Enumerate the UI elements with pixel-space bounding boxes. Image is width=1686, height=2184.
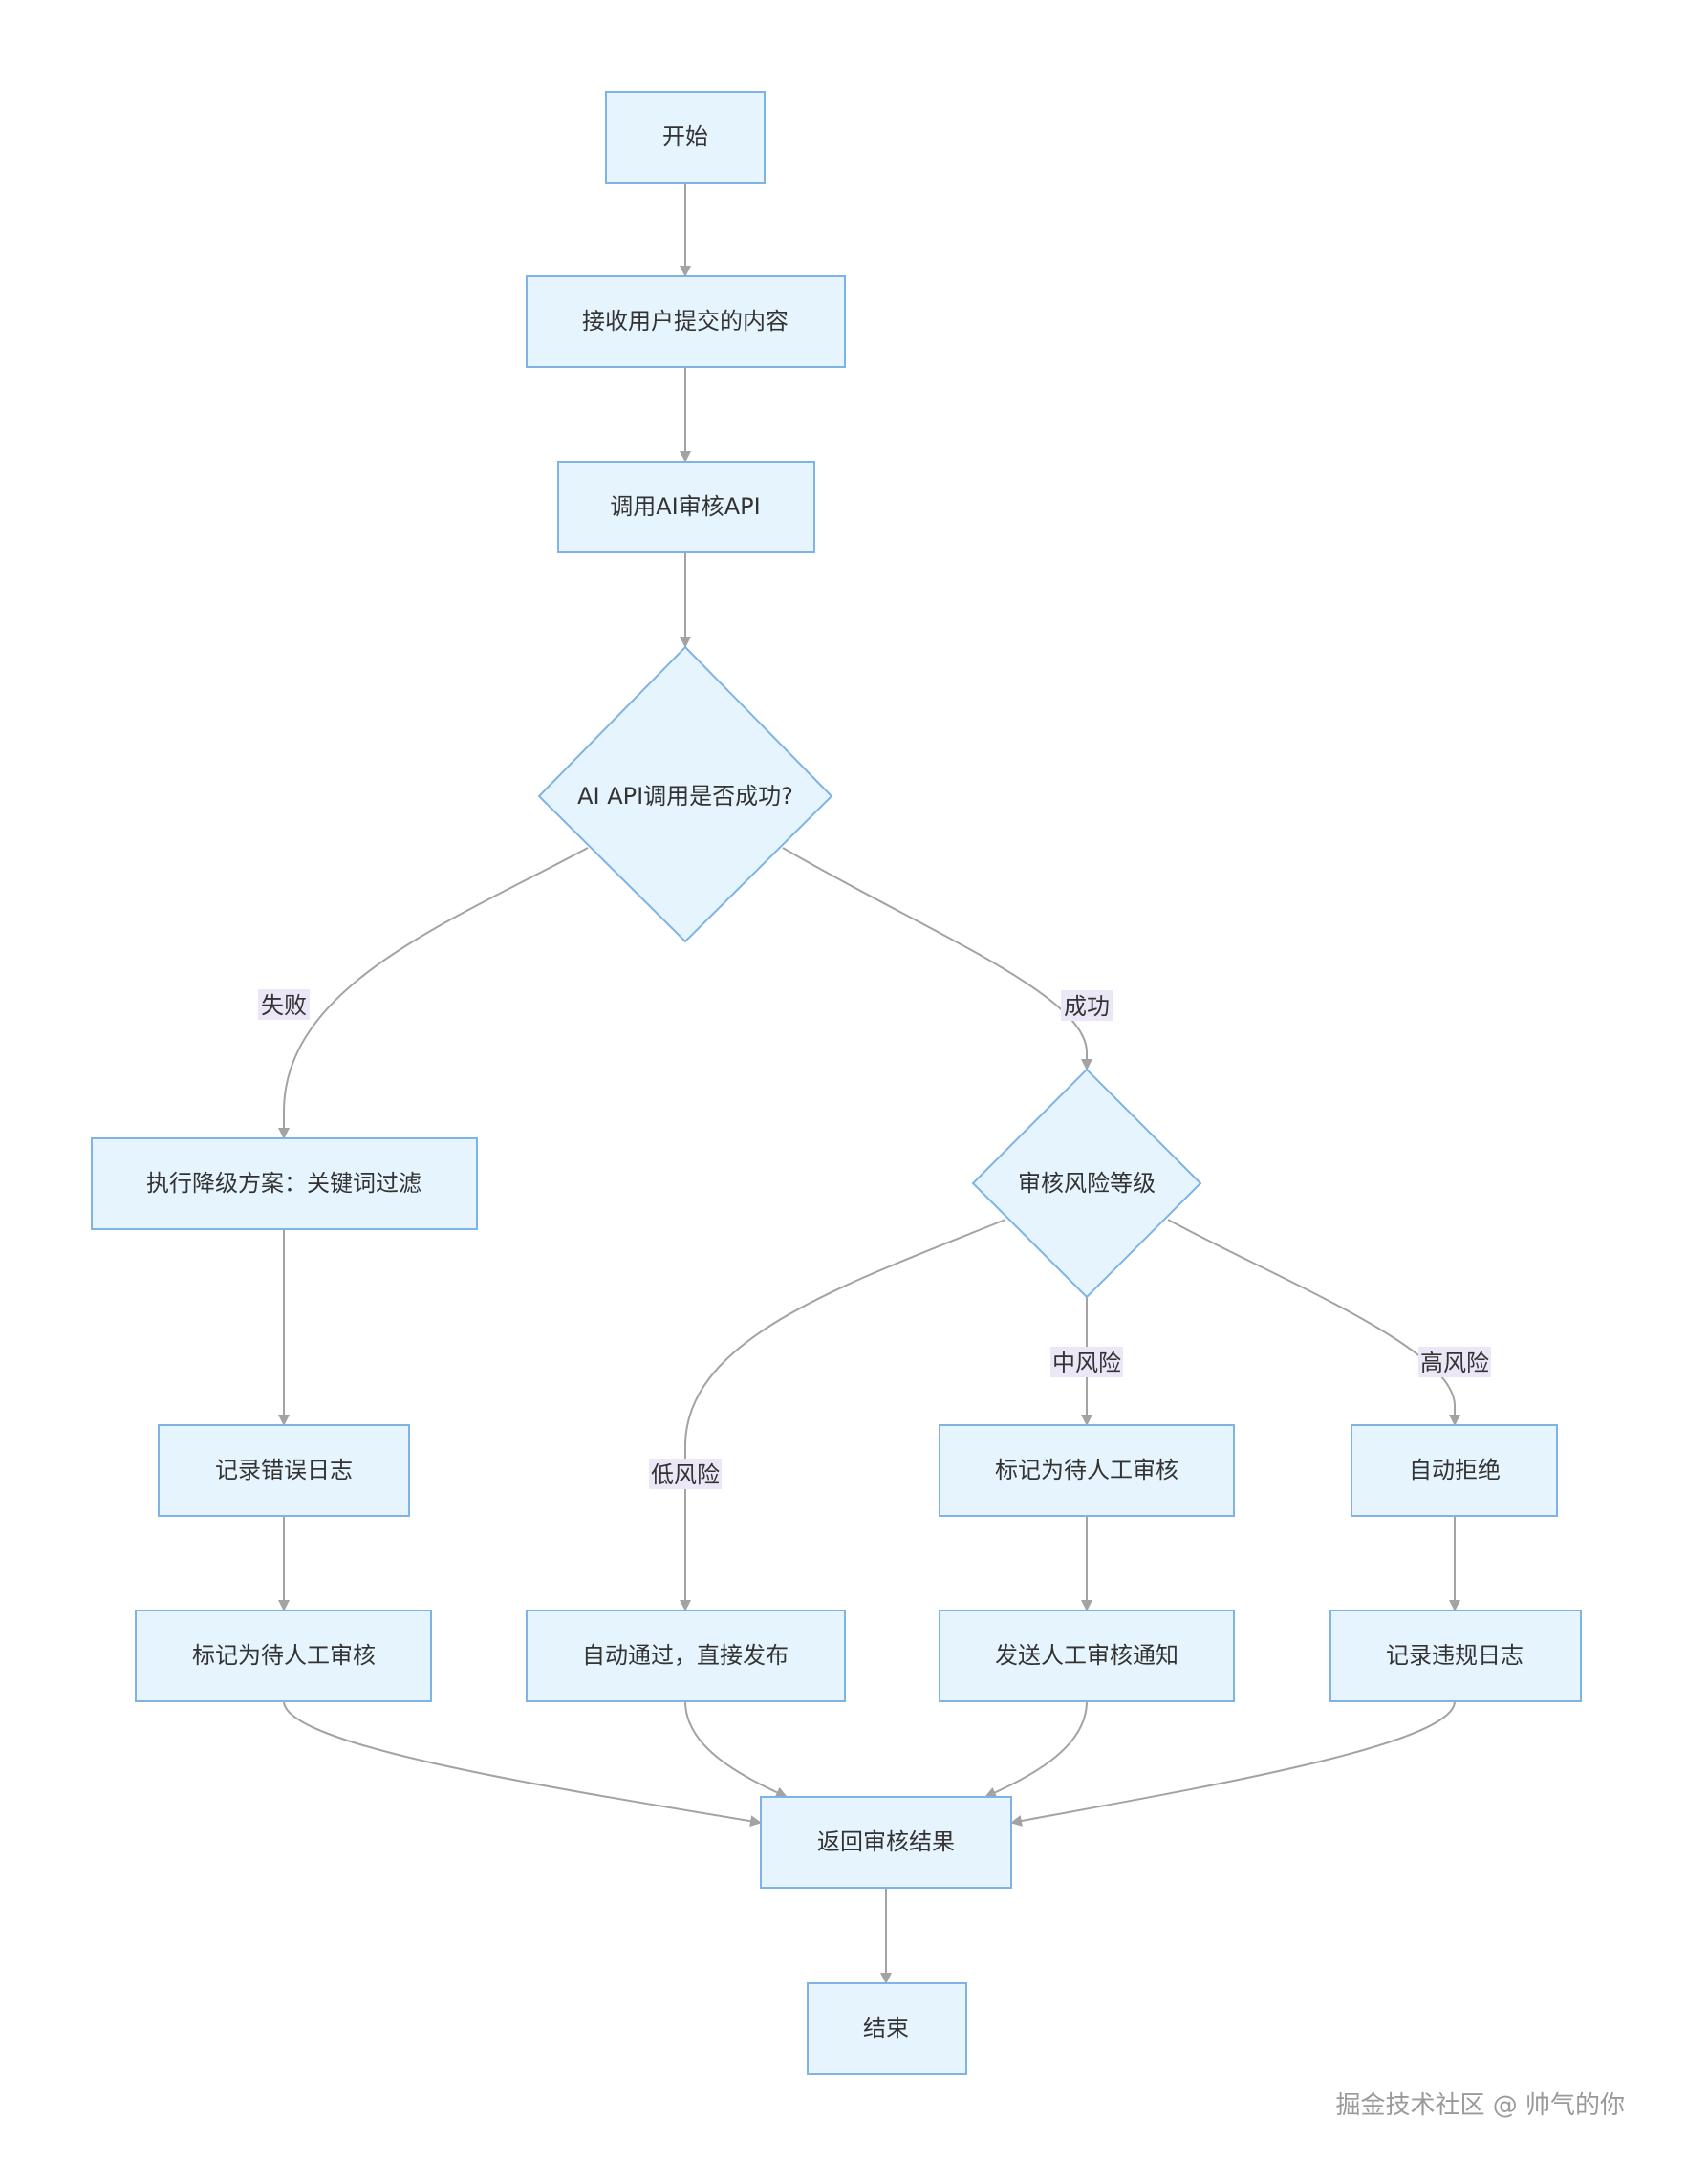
edge-label-success-text: 成功 (1064, 993, 1110, 1020)
node-call-api-label: 调用AI审核API (610, 493, 760, 520)
node-mark-manual-left: 标记为待人工审核 (135, 1610, 432, 1702)
edge-risk-reject (1167, 1219, 1460, 1426)
edge-logviolation-return (1010, 1700, 1456, 1827)
node-auto-reject-label: 自动拒绝 (1409, 1457, 1501, 1483)
edge-notice-return (984, 1700, 1088, 1798)
node-return-result: 返回审核结果 (760, 1796, 1012, 1889)
node-send-notice: 发送人工审核通知 (939, 1610, 1235, 1702)
edge-labels: 失败 成功 低风险 中风险 高风险 (258, 989, 1491, 1489)
node-end: 结束 (807, 1982, 967, 2075)
node-start-label: 开始 (662, 123, 708, 150)
edge-label-low-text: 低风险 (651, 1461, 720, 1488)
node-start: 开始 (605, 91, 766, 184)
edge-decision-fallback (278, 847, 589, 1139)
node-fallback-label: 执行降级方案：关键词过滤 (146, 1170, 422, 1197)
edge-label-high-text: 高风险 (1420, 1350, 1489, 1376)
node-end-label: 结束 (863, 2015, 909, 2042)
node-fallback: 执行降级方案：关键词过滤 (91, 1137, 478, 1230)
watermark-text: 掘金技术社区 @ 帅气的你 (1335, 2091, 1625, 2120)
node-log-violation: 记录违规日志 (1329, 1610, 1582, 1702)
node-risk-level-decision: 审核风险等级 (971, 1068, 1202, 1299)
node-log-violation-label: 记录违规日志 (1386, 1642, 1524, 1669)
edge-label-fail: 失败 (258, 989, 310, 1020)
node-auto-pass: 自动通过，直接发布 (526, 1610, 846, 1702)
edge-markleft-return (283, 1700, 762, 1827)
nodes: 开始 接收用户提交的内容 调用AI审核API AI API调用是否成功? 执行降… (91, 91, 1582, 2075)
edge-risk-autopass (680, 1219, 1006, 1611)
edge-label-mid: 中风险 (1050, 1347, 1123, 1377)
edge-decision-risk (782, 847, 1092, 1070)
node-log-error-label: 记录错误日志 (215, 1457, 353, 1483)
edge-label-mid-text: 中风险 (1052, 1350, 1121, 1376)
node-receive: 接收用户提交的内容 (526, 275, 846, 368)
node-return-result-label: 返回审核结果 (817, 1828, 955, 1855)
edge-label-success: 成功 (1061, 990, 1113, 1021)
edge-label-high: 高风险 (1418, 1347, 1491, 1377)
edge-label-low: 低风险 (649, 1459, 722, 1489)
node-mark-manual-left-label: 标记为待人工审核 (192, 1642, 376, 1669)
node-api-ok-label: AI API调用是否成功? (577, 783, 793, 810)
node-auto-reject: 自动拒绝 (1351, 1424, 1558, 1517)
node-send-notice-label: 发送人工审核通知 (995, 1642, 1178, 1669)
node-mark-manual-mid: 标记为待人工审核 (939, 1424, 1235, 1517)
node-risk-level-label: 审核风险等级 (1018, 1170, 1156, 1197)
edge-label-fail-text: 失败 (261, 992, 307, 1019)
edge-autopass-return (684, 1700, 788, 1798)
edges (278, 184, 1460, 1984)
node-receive-label: 接收用户提交的内容 (582, 308, 789, 335)
node-mark-manual-mid-label: 标记为待人工审核 (995, 1457, 1178, 1483)
node-call-api: 调用AI审核API (557, 461, 815, 553)
node-api-ok-decision: AI API调用是否成功? (537, 645, 833, 943)
node-auto-pass-label: 自动通过，直接发布 (582, 1642, 789, 1669)
node-log-error: 记录错误日志 (158, 1424, 410, 1517)
